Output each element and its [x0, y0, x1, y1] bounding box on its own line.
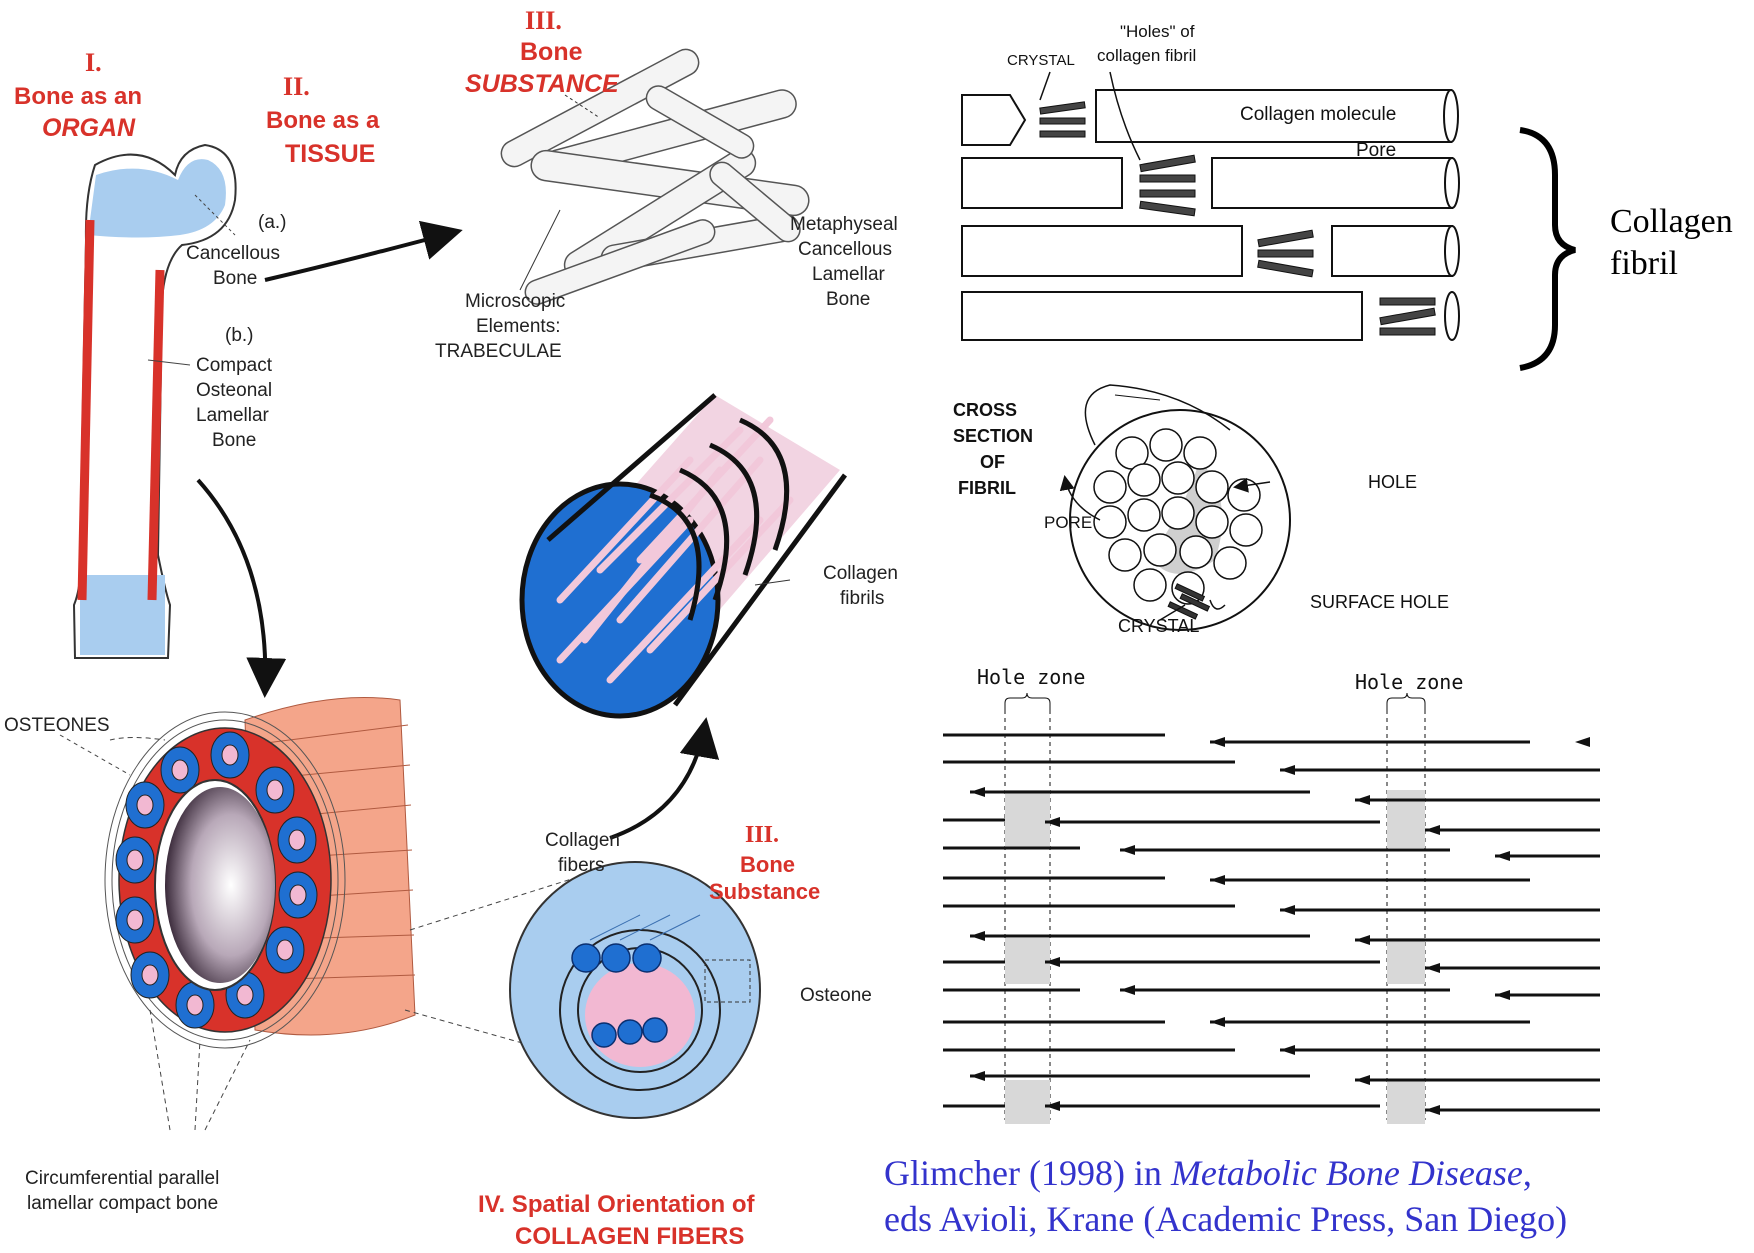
label-bone-2: Bone — [826, 289, 870, 310]
label-cancellous-bone: Bone — [213, 268, 257, 289]
label-lamellar: Lamellar — [196, 405, 269, 426]
brace — [1520, 130, 1575, 368]
label-holes-fibril: collagen fibril — [1097, 46, 1196, 65]
label-surface-hole: SURFACE HOLE — [1310, 592, 1449, 612]
citation-line1: Glimcher (1998) in Metabolic Bone Diseas… — [884, 1153, 1532, 1193]
label-lamellar-2: Lamellar — [812, 264, 885, 285]
label-collagen-fibrils: Collagen — [823, 563, 898, 584]
panel4-title-line2: COLLAGEN FIBERS — [515, 1224, 744, 1251]
panel3b-roman: III. — [745, 822, 779, 849]
label-a: (a.) — [258, 212, 287, 233]
arrow-organ-to-tissue — [265, 232, 455, 280]
label-osteone: Osteone — [800, 985, 872, 1006]
panel2-roman: II. — [283, 72, 310, 101]
label-compact: Compact — [196, 355, 272, 376]
label-b: (b.) — [225, 325, 254, 346]
hole-zone-diagram — [943, 693, 1600, 1124]
label-section: SECTION — [953, 426, 1033, 446]
brace-label-line1: Collagen — [1610, 203, 1733, 241]
label-pore-cross: PORE — [1044, 513, 1092, 532]
citation-line2: eds Avioli, Krane (Academic Press, San D… — [884, 1199, 1567, 1239]
label-microscopic: Microscopic — [465, 291, 565, 312]
label-fibrils: fibrils — [840, 588, 884, 609]
label-metaphyseal: Metaphyseal — [790, 214, 898, 235]
panel1-title-line1: Bone as an — [14, 84, 142, 111]
label-collagen-fibers: Collagen — [545, 830, 620, 851]
citation-author: Glimcher (1998) in — [884, 1153, 1171, 1193]
panel4-title-line1: IV. Spatial Orientation of — [478, 1192, 755, 1219]
label-fibril: FIBRIL — [958, 478, 1016, 498]
panel3-title-line1: Bone — [520, 38, 583, 66]
panel3b-title-line1: Bone — [740, 853, 795, 878]
label-pore: Pore — [1356, 140, 1396, 161]
arrow-fibers-to-fibrils — [610, 725, 705, 838]
citation-comma: , — [1523, 1153, 1532, 1193]
label-trabeculae: TRABECULAE — [435, 341, 562, 362]
collagen-fibril-cylinder — [522, 395, 845, 716]
label-osteonal: Osteonal — [196, 380, 272, 401]
panel2-title-line2: TISSUE — [285, 140, 375, 168]
panel3-title-line2: SUBSTANCE — [465, 70, 619, 98]
citation-title: Metabolic Bone Disease — [1171, 1153, 1523, 1193]
label-hole: HOLE — [1368, 472, 1417, 492]
label-elements: Elements: — [476, 316, 560, 337]
label-osteones: OSTEONES — [4, 715, 110, 736]
osteon-block-illustration — [60, 698, 600, 1131]
label-cross: CROSS — [953, 400, 1017, 420]
panel3-roman: III. — [525, 6, 562, 35]
label-crystal-top: CRYSTAL — [1007, 53, 1075, 70]
label-fibers: fibers — [558, 855, 604, 876]
label-crystal-cross: CRYSTAL — [1118, 616, 1199, 636]
arrow-organ-to-osteon — [198, 480, 265, 690]
label-collagen-molecule: Collagen molecule — [1240, 104, 1396, 125]
panel1-roman: I. — [85, 48, 102, 77]
fibril-cross-section — [1065, 385, 1290, 630]
label-lamellar-compact: lamellar compact bone — [27, 1193, 218, 1214]
label-cancellous: Cancellous — [186, 243, 280, 264]
panel2-title-line1: Bone as a — [266, 108, 379, 135]
label-holes: "Holes" of — [1120, 22, 1194, 41]
label-hole-zone-left: Hole zone — [977, 666, 1085, 688]
panel3b-title-line2: Substance — [709, 880, 820, 905]
label-cancellous-2: Cancellous — [798, 239, 892, 260]
label-of: OF — [980, 452, 1005, 472]
label-circumferential: Circumferential parallel — [25, 1168, 219, 1189]
femur-illustration — [74, 145, 236, 658]
brace-label-line2: fibril — [1610, 245, 1678, 283]
label-bone: Bone — [212, 430, 256, 451]
panel1-title-line2: ORGAN — [42, 114, 135, 142]
label-hole-zone-right: Hole zone — [1355, 671, 1463, 693]
